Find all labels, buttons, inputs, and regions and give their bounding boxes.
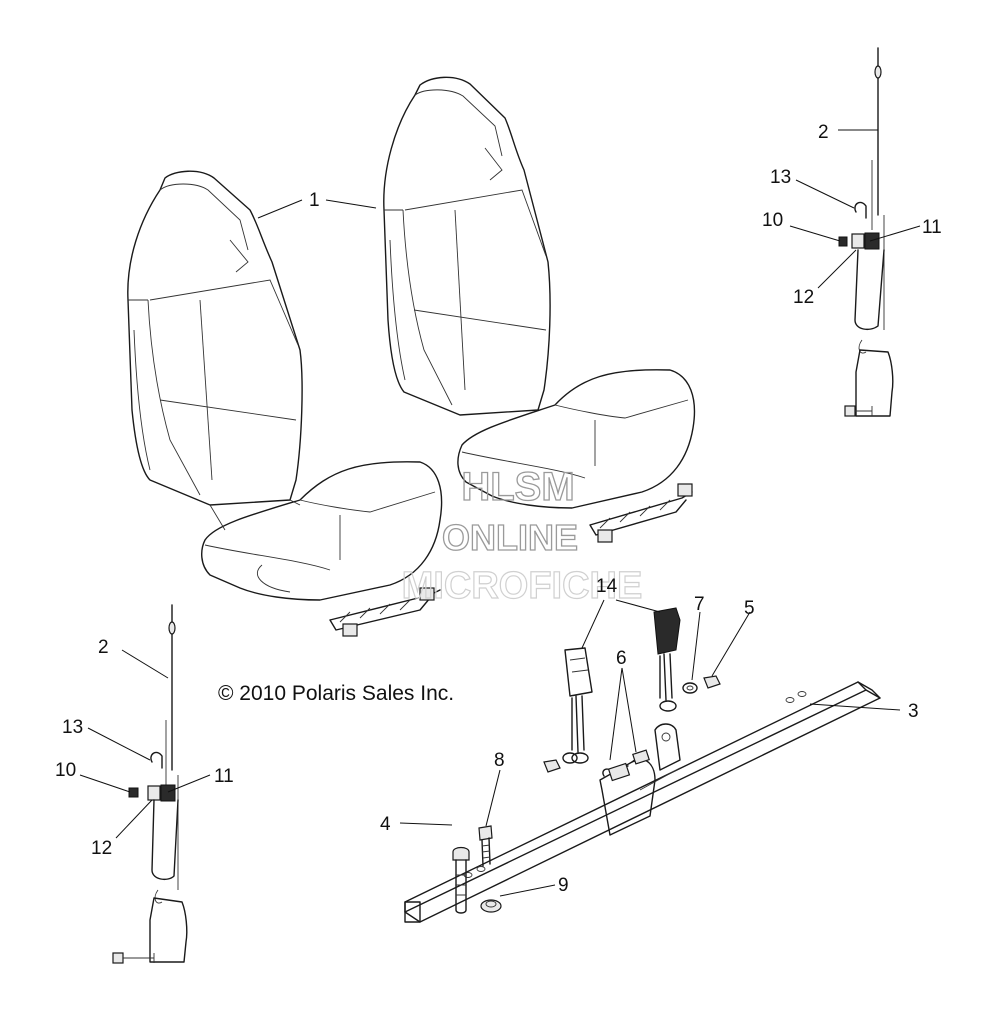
buckle-left xyxy=(564,647,593,764)
callout-12-top: 12 xyxy=(793,287,814,308)
callout-8: 8 xyxy=(494,750,505,771)
callout-3: 3 xyxy=(908,701,919,722)
callout-11-left: 11 xyxy=(214,766,234,787)
callout-4: 4 xyxy=(380,814,391,835)
watermark: HLSM ONLINE MICROFICHE xyxy=(401,464,643,607)
watermark-line1: HLSM xyxy=(461,465,574,509)
cross-bar xyxy=(404,681,881,923)
copyright-text: © 2010 Polaris Sales Inc. xyxy=(218,682,454,705)
belt-assembly-top xyxy=(838,47,894,417)
left-seat xyxy=(127,170,443,637)
watermark-line2: ONLINE xyxy=(442,517,578,558)
callout-2-left: 2 xyxy=(98,637,109,658)
callout-2-top: 2 xyxy=(818,122,829,143)
callout-11-top: 11 xyxy=(922,217,942,238)
watermark-line3: MICROFICHE xyxy=(402,565,643,607)
callout-12-left: 12 xyxy=(91,838,112,859)
callout-10-left: 10 xyxy=(55,760,76,781)
leader-lines xyxy=(79,129,921,897)
callout-13-left: 13 xyxy=(62,717,83,738)
callout-1: 1 xyxy=(309,190,320,211)
callout-9: 9 xyxy=(558,875,569,896)
callout-6: 6 xyxy=(616,648,627,669)
callout-14: 14 xyxy=(596,576,618,597)
callout-13-top: 13 xyxy=(770,167,791,188)
hardware xyxy=(452,675,721,914)
callout-7: 7 xyxy=(694,594,705,615)
callout-numbers: 1 2 13 10 11 12 2 13 10 11 12 14 7 5 6 3… xyxy=(55,122,942,896)
callout-5: 5 xyxy=(744,598,755,619)
belt-assembly-left xyxy=(112,604,188,964)
buckle-right xyxy=(653,607,681,712)
callout-10-top: 10 xyxy=(762,210,783,231)
right-seat xyxy=(383,76,696,543)
